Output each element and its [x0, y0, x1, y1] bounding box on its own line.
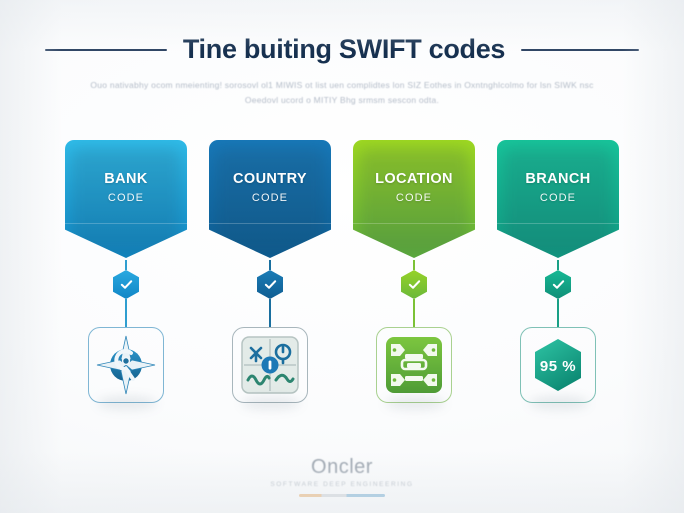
icon-box-glow [97, 396, 157, 410]
icon-box-bank[interactable] [88, 327, 164, 410]
banner-subtitle-location: CODE [395, 191, 433, 204]
icon-box-glow [529, 396, 589, 410]
banner-subtitle-branch: CODE [539, 191, 577, 204]
connector-line-top-country [269, 260, 271, 270]
column-bank: BANK CODE [65, 140, 187, 410]
column-branch: BRANCH CODE [497, 140, 619, 410]
column-location: LOCATION CODE [353, 140, 475, 410]
banner-card-country[interactable]: COUNTRY CODE [209, 140, 331, 258]
check-icon [263, 277, 278, 292]
banner-title-branch: BRANCH [525, 171, 591, 188]
header: Tine buiting SWIFT codes Ouo nativabhy o… [0, 34, 684, 108]
check-badge-bank[interactable] [113, 270, 139, 299]
footer-accent-bar [299, 494, 385, 497]
banner-shadow [359, 148, 469, 256]
printer-tags-icon [383, 334, 445, 396]
svg-text:95 %: 95 % [540, 358, 576, 375]
check-icon [407, 277, 422, 292]
banner-card-location[interactable]: LOCATION CODE [353, 140, 475, 258]
banner-title-bank: BANK [104, 171, 148, 188]
quadrant-grid-icon [239, 334, 301, 396]
banner-card-bank[interactable]: BANK CODE [65, 140, 187, 258]
check-icon [551, 277, 566, 292]
banner-subtitle-country: CODE [251, 191, 289, 204]
connector-line-bottom-country [269, 299, 271, 327]
footer-wordmark: Oncler [311, 455, 373, 478]
check-icon [119, 277, 134, 292]
columns-container: BANK CODE [0, 140, 684, 410]
page-title: Tine buiting SWIFT codes [182, 34, 506, 64]
title-row: Tine buiting SWIFT codes [0, 34, 684, 65]
banner-shadow [503, 148, 613, 256]
percent-hexagon-icon: 95 % [527, 334, 589, 396]
column-country: COUNTRY CODE [209, 140, 331, 410]
footer-tagline: SOFTWARE DEEP ENGINEERING [270, 480, 414, 488]
connector-line-top-location [413, 260, 415, 270]
title-rule-right [521, 48, 640, 51]
connector-line-bottom-location [413, 299, 415, 327]
banner-card-branch[interactable]: BRANCH CODE [497, 140, 619, 258]
check-badge-country[interactable] [257, 270, 283, 299]
banner-subtitle-bank: CODE [107, 191, 145, 204]
icon-box-location[interactable] [376, 327, 452, 410]
icon-box-branch[interactable]: 95 % [520, 327, 596, 410]
header-subtitle: Ouo nativabhy ocom nmeienting! sorosovl … [90, 80, 594, 105]
title-rule-left [44, 48, 167, 51]
connector-line-bottom-bank [125, 299, 127, 327]
banner-shadow [71, 148, 181, 256]
icon-box-country[interactable] [232, 327, 308, 410]
icon-box-glow [241, 396, 301, 410]
check-badge-branch[interactable] [545, 270, 571, 299]
compass-star-icon [95, 334, 157, 396]
icon-box-glow [385, 396, 445, 410]
banner-title-location: LOCATION [375, 171, 453, 188]
footer-logo: Oncler SOFTWARE DEEP ENGINEERING [0, 455, 684, 497]
banner-shadow [215, 148, 325, 256]
banner-title-country: COUNTRY [233, 171, 307, 188]
connector-line-top-branch [557, 260, 559, 270]
connector-line-bottom-branch [557, 299, 559, 327]
connector-line-top-bank [125, 260, 127, 270]
check-badge-location[interactable] [401, 270, 427, 299]
